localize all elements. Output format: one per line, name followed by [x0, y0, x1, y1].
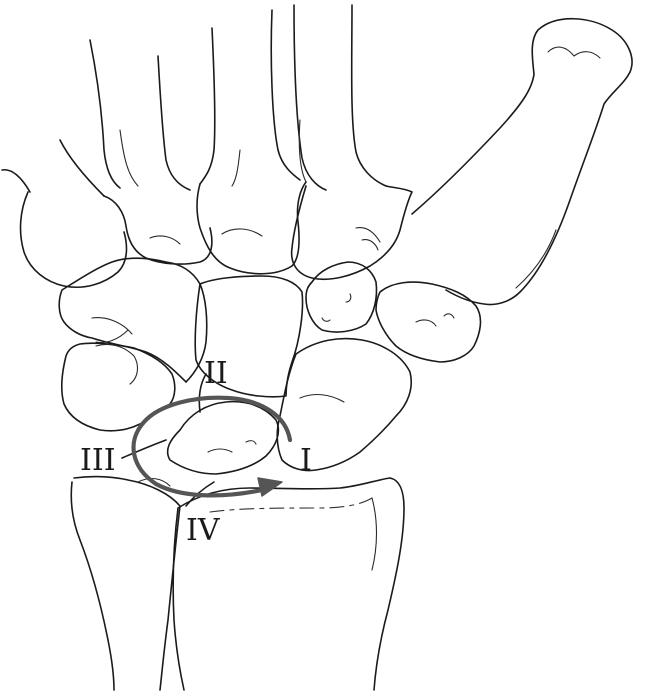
metacarpal-5 — [2, 140, 104, 196]
base-4-detail — [150, 236, 180, 244]
trapezoid-marks — [322, 294, 351, 321]
base-3 — [197, 182, 306, 274]
hamate-hook — [92, 318, 132, 343]
radius-articular-rim — [210, 498, 372, 512]
metacarpal-4-inner — [120, 130, 138, 186]
label-stage-II: II — [204, 356, 228, 391]
leader-III — [122, 440, 166, 458]
distal-carpals — [59, 258, 480, 397]
label-stage-III: III — [80, 443, 116, 478]
base-3-detail — [222, 229, 262, 236]
trapezoid — [306, 262, 377, 332]
label-stage-I: I — [300, 443, 312, 478]
thumb-outline — [412, 19, 632, 305]
lunate-marks — [208, 441, 256, 452]
base-4 — [104, 196, 212, 264]
thumb-metacarpal — [412, 19, 632, 305]
scaphoid — [277, 339, 411, 471]
scaphoid-waist — [300, 395, 344, 402]
base-2-detail — [356, 228, 380, 250]
stage-labels: II III I IV — [80, 356, 312, 548]
thumb-shaft-line — [516, 230, 556, 288]
forearm-bones — [71, 477, 404, 690]
base-2 — [292, 186, 412, 279]
metacarpal-bases — [21, 182, 412, 287]
metacarpal-4 — [90, 40, 190, 190]
metacarpal-3-inner — [232, 150, 240, 186]
arrowhead-icon — [258, 478, 282, 496]
pisiform — [96, 344, 137, 384]
thumb-head-line — [548, 47, 600, 58]
base-5 — [21, 192, 127, 287]
trapezium — [376, 282, 480, 362]
ulna — [71, 477, 180, 690]
metacarpal-2 — [294, 5, 386, 190]
triquetrum — [62, 343, 175, 431]
metacarpals — [2, 5, 386, 196]
perilunate-arc — [134, 398, 290, 496]
metacarpal-3 — [200, 10, 300, 184]
radius-inner-line — [372, 498, 377, 570]
label-stage-IV: IV — [186, 513, 221, 548]
lunate — [168, 402, 279, 474]
hamate — [59, 258, 207, 382]
radius — [173, 478, 404, 690]
trapezium-marks — [416, 314, 454, 326]
